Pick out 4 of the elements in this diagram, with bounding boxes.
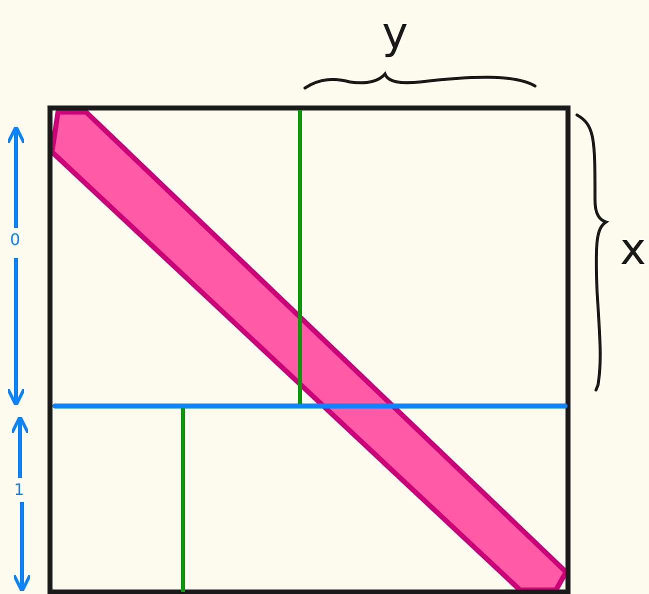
variable-label: y: [382, 12, 408, 56]
variable-label: x: [620, 228, 646, 272]
dimension-label: 1: [14, 482, 24, 498]
dimension-label: 0: [10, 232, 20, 248]
